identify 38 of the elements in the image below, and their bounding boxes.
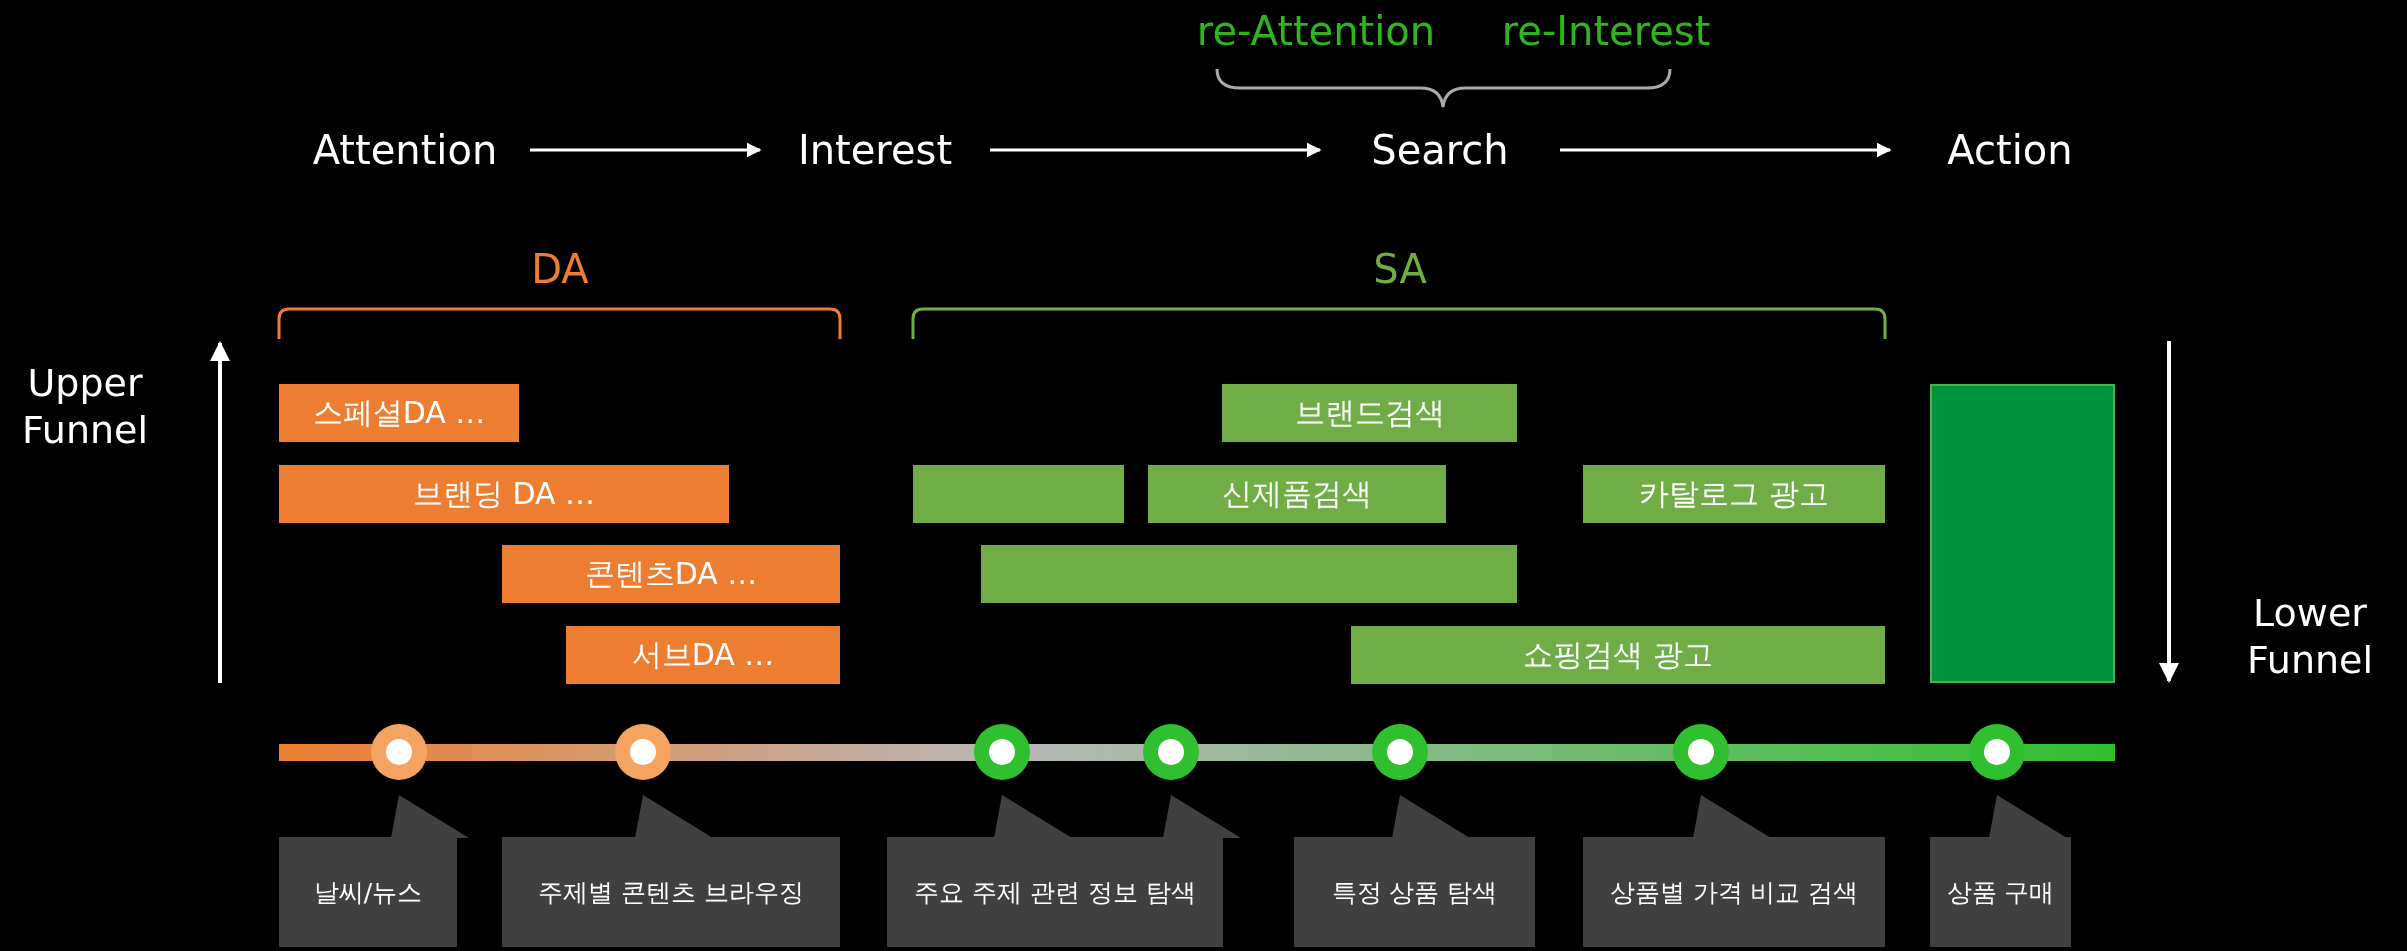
ad-product-bar bbox=[566, 626, 840, 684]
bar-label: 주요 주제 관련 정보 탐색 bbox=[913, 876, 1197, 909]
bar-label: 날씨/뉴스 bbox=[312, 876, 424, 909]
bar-label: 브랜딩 DA … bbox=[411, 474, 597, 513]
arrow bbox=[1560, 142, 1892, 158]
arrow bbox=[990, 142, 1322, 158]
bar-label: 신제품검색 bbox=[1221, 474, 1373, 513]
bar-label: 쇼핑검색 광고 bbox=[1522, 635, 1714, 674]
arrow bbox=[530, 142, 762, 158]
ad-product-bar bbox=[502, 545, 840, 603]
ad-product-bar bbox=[913, 465, 1124, 523]
ad-product-bar bbox=[1222, 384, 1517, 442]
ad-product-bar bbox=[1351, 626, 1885, 684]
bar-label: 스페셜DA … bbox=[311, 393, 487, 432]
bar-label: 특정 상품 탐색 bbox=[1330, 876, 1499, 909]
bar-label: 상품 구매 bbox=[1945, 876, 2056, 909]
bar-label: 콘텐츠DA … bbox=[583, 554, 759, 593]
annotation-label: re-Attention bbox=[1196, 7, 1436, 56]
ad-product-bar bbox=[279, 384, 519, 442]
payment-box bbox=[1930, 384, 2115, 683]
bar-label: 상품별 가격 비교 검색 bbox=[1608, 876, 1860, 909]
bar-label: 주제별 콘텐츠 브라우징 bbox=[537, 876, 805, 909]
ad-product-bar bbox=[279, 465, 729, 523]
axis-label: Lower Funnel bbox=[2246, 589, 2374, 684]
stage-label: Search bbox=[1370, 127, 1510, 173]
ad-product-bar bbox=[1148, 465, 1446, 523]
bar-label: 서브DA … bbox=[630, 635, 776, 674]
group-label: DA bbox=[531, 245, 589, 294]
stage-label: Attention bbox=[311, 127, 499, 173]
ad-product-bar bbox=[981, 545, 1517, 603]
bar-label: 카탈로그 광고 bbox=[1638, 474, 1830, 513]
ad-product-bar bbox=[1583, 465, 1885, 523]
bar-label: 브랜드검색 bbox=[1293, 393, 1446, 432]
group-label: SA bbox=[1373, 245, 1427, 294]
stage-label: Interest bbox=[796, 127, 954, 173]
annotation-label: re-Interest bbox=[1501, 7, 1711, 56]
axis-label: Upper Funnel bbox=[21, 359, 149, 454]
stage-label: Action bbox=[1946, 127, 2074, 173]
